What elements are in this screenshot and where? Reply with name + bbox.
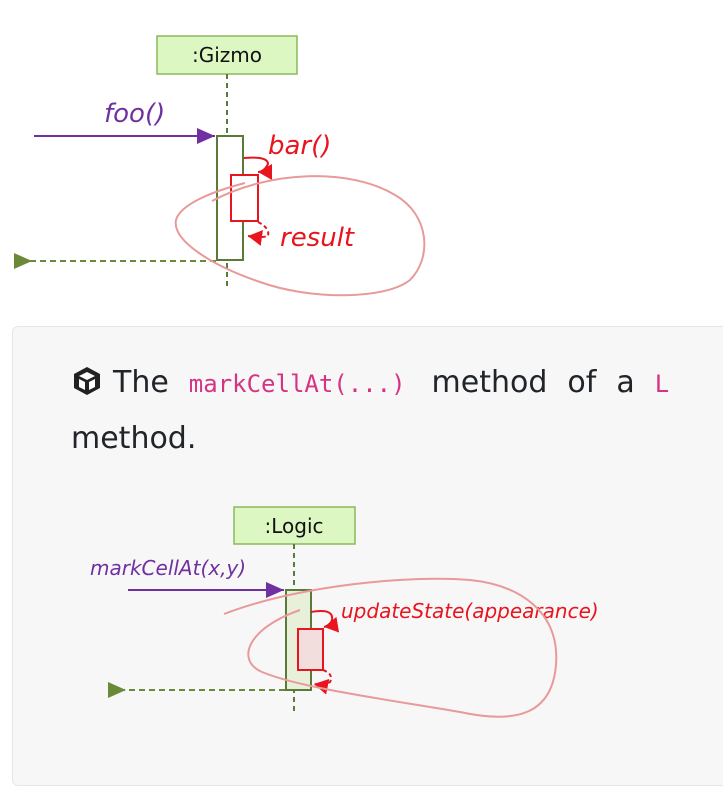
word-a: a: [616, 365, 635, 400]
call-label-foo: foo(): [104, 99, 165, 129]
self-call-arrow-logic: [310, 610, 340, 633]
self-call-arrow: [243, 156, 273, 180]
self-call-activation-logic: [297, 628, 324, 671]
lifeline-label-gizmo: :Gizmo: [192, 43, 262, 67]
word-the: The: [113, 365, 169, 400]
self-call-activation: [230, 174, 259, 222]
hand-drawn-circle-logic: [223, 577, 558, 718]
self-return-arrow-logic: [313, 669, 333, 695]
sequence-diagram-gizmo: :Gizmo foo() bar() result: [13, 35, 426, 297]
call-label-markcellat: markCellAt(x,y): [90, 556, 246, 580]
code-markcellat: markCellAt(...): [188, 370, 406, 398]
tip-line-2: method.: [71, 421, 197, 456]
word-method: method: [431, 365, 548, 400]
self-call-label-bar: bar(): [268, 131, 331, 161]
word-of: of: [567, 365, 597, 400]
lifeline-label-logic: :Logic: [264, 514, 323, 538]
lifeline-box-gizmo: [156, 35, 298, 75]
self-call-label-updatestate: updateState(appearance): [341, 599, 599, 623]
sequence-diagram-logic: :Logic markCellAt(x,y) updateState(appea…: [90, 506, 599, 718]
hand-drawn-circle: [174, 175, 426, 297]
code-truncated: L: [654, 370, 670, 398]
return-label-result: result: [280, 223, 355, 253]
cube-icon: [74, 367, 100, 395]
self-return-arrow: [247, 221, 270, 246]
